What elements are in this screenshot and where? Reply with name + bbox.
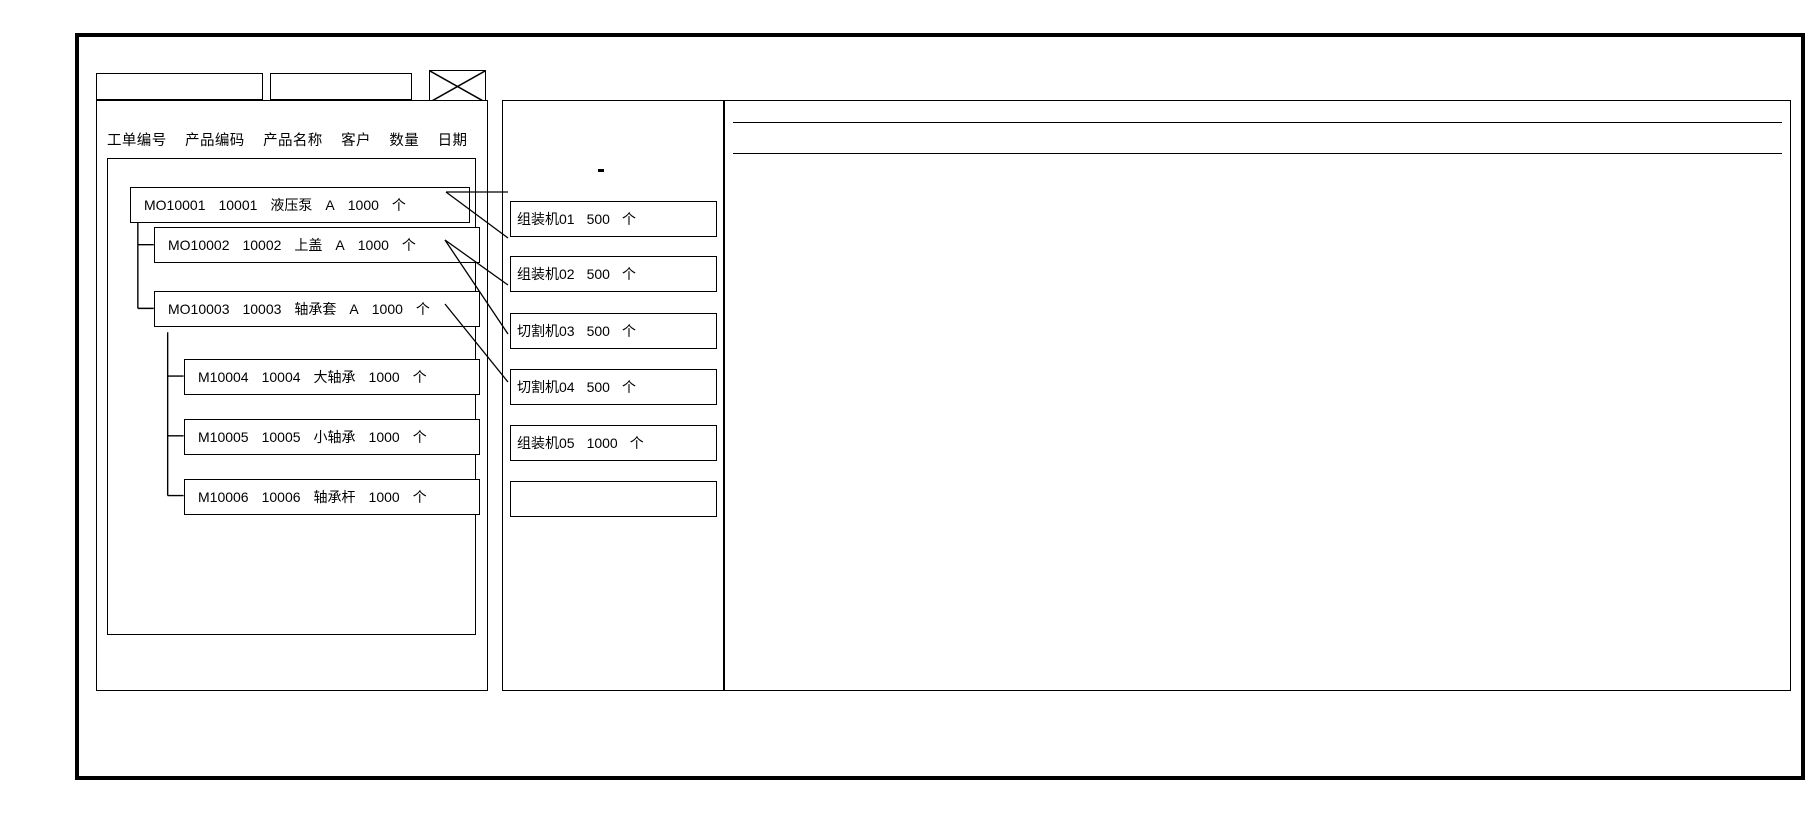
resource-machine: 切割机03 — [517, 323, 575, 339]
column-header-product-name: 产品名称 — [263, 133, 323, 149]
cell-unit: 个 — [412, 369, 427, 385]
column-header-customer: 客户 — [341, 133, 371, 149]
resource-card[interactable]: 组装机05 1000 个 — [510, 425, 717, 461]
cell-order-no: MO10002 — [168, 237, 230, 253]
cell-product-code: 10006 — [261, 489, 301, 505]
cell-product-name: 上盖 — [294, 237, 323, 253]
resource-machine: 组装机01 — [517, 211, 575, 227]
cell-product-code: 10002 — [242, 237, 282, 253]
cell-customer: A — [349, 301, 359, 317]
toolbar-field-1[interactable] — [96, 73, 263, 100]
resource-machine: 组装机02 — [517, 266, 575, 282]
cross-box-icon[interactable] — [429, 70, 486, 103]
cell-product-code: 10005 — [261, 429, 301, 445]
resource-card[interactable]: 组装机01 500 个 — [510, 201, 717, 237]
cell-product-name: 轴承杆 — [313, 489, 356, 505]
cell-qty: 1000 — [368, 369, 400, 385]
column-header-product-code: 产品编码 — [185, 133, 245, 149]
detail-header-divider-top — [733, 122, 1782, 123]
window-frame: 工单编号 产品编码 产品名称 客户 数量 日期 — [75, 33, 1805, 780]
resource-card[interactable]: 切割机04 500 个 — [510, 369, 717, 405]
tree-row[interactable]: M10006 10006 轴承杆 1000 个 — [184, 479, 480, 515]
cell-product-code: 10004 — [261, 369, 301, 385]
cell-unit: 个 — [412, 489, 427, 505]
cell-unit: 个 — [415, 301, 430, 317]
work-order-panel: 工单编号 产品编码 产品名称 客户 数量 日期 — [96, 100, 488, 691]
resource-machine: 切割机04 — [517, 379, 575, 395]
cell-qty: 1000 — [347, 197, 379, 213]
detail-body[interactable] — [733, 154, 1782, 682]
toolbar-field-2[interactable] — [270, 73, 412, 100]
cell-product-code: 10001 — [218, 197, 258, 213]
cell-customer: A — [335, 237, 345, 253]
column-header-date: 日期 — [437, 133, 468, 149]
column-header-row: 工单编号 产品编码 产品名称 客户 数量 日期 — [107, 129, 467, 150]
resource-machine: 组装机05 — [517, 435, 575, 451]
tree-row[interactable]: M10005 10005 小轴承 1000 个 — [184, 419, 480, 455]
detail-header-divider-bottom — [733, 153, 1782, 154]
cell-order-no: M10005 — [198, 429, 249, 445]
resource-card[interactable]: 切割机03 500 个 — [510, 313, 717, 349]
resource-qty: 1000 — [586, 435, 618, 451]
resource-unit: 个 — [621, 323, 636, 339]
cell-product-name: 小轴承 — [313, 429, 356, 445]
column-header-qty: 数量 — [389, 133, 420, 149]
cell-product-name: 轴承套 — [294, 301, 337, 317]
tree-row[interactable]: MO10003 10003 轴承套 A 1000 个 — [154, 291, 480, 327]
cell-qty: 1000 — [368, 429, 400, 445]
resource-unit: 个 — [621, 379, 636, 395]
tree-row[interactable]: MO10002 10002 上盖 A 1000 个 — [154, 227, 480, 263]
cell-order-no: M10006 — [198, 489, 249, 505]
resource-card-empty[interactable] — [510, 481, 717, 517]
resource-qty: 500 — [586, 323, 610, 339]
tree-row[interactable]: MO10001 10001 液压泵 A 1000 个 — [130, 187, 470, 223]
cell-product-name: 大轴承 — [313, 369, 356, 385]
work-order-tree: MO10001 10001 液压泵 A 1000 个 MO10002 10002… — [107, 158, 480, 635]
cell-order-no: MO10001 — [144, 197, 206, 213]
resource-qty: 500 — [586, 266, 610, 282]
column-header-order-no: 工单编号 — [107, 133, 167, 149]
resource-qty: 500 — [586, 379, 610, 395]
resource-unit: 个 — [621, 266, 636, 282]
cell-order-no: MO10003 — [168, 301, 230, 317]
tree-row[interactable]: M10004 10004 大轴承 1000 个 — [184, 359, 480, 395]
cell-unit: 个 — [412, 429, 427, 445]
resource-unit: 个 — [629, 435, 644, 451]
dash-marker-icon — [598, 169, 604, 172]
resource-qty: 500 — [586, 211, 610, 227]
toolbar — [79, 37, 1801, 103]
resource-panel: 组装机01 500 个 组装机02 500 个 切割机03 500 个 — [502, 100, 724, 691]
cell-unit: 个 — [391, 197, 406, 213]
cell-order-no: M10004 — [198, 369, 249, 385]
resource-unit: 个 — [621, 211, 636, 227]
cell-product-code: 10003 — [242, 301, 282, 317]
detail-panel — [724, 100, 1791, 691]
cell-qty: 1000 — [371, 301, 403, 317]
cell-unit: 个 — [401, 237, 416, 253]
resource-card[interactable]: 组装机02 500 个 — [510, 256, 717, 292]
cell-qty: 1000 — [357, 237, 389, 253]
cell-qty: 1000 — [368, 489, 400, 505]
cell-product-name: 液压泵 — [270, 197, 313, 213]
cell-customer: A — [325, 197, 335, 213]
